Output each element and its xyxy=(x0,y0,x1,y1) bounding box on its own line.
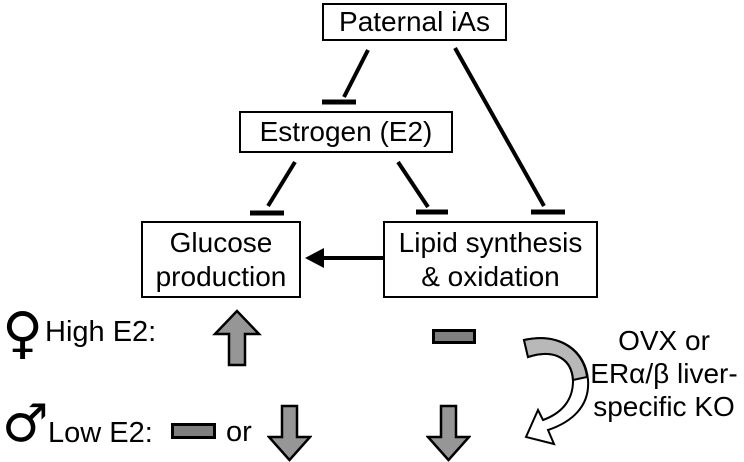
arrowhead-lipid-glucose xyxy=(305,248,324,268)
box-lipid-synthesis: Lipid synthesis & oxidation xyxy=(383,221,598,298)
box-lipid-line2: & oxidation xyxy=(421,260,560,292)
ovx-ko-annotation: OVX or ERα/β liver- specific KO xyxy=(584,324,744,423)
box-glucose-line1: Glucose xyxy=(169,226,273,258)
down-arrow-icon-lipid xyxy=(426,404,471,462)
minus-bar-icon-high xyxy=(432,329,476,344)
box-lipid-line1: Lipid synthesis xyxy=(398,226,583,258)
up-arrow-icon xyxy=(212,309,262,367)
box-estrogen-label: Estrogen (E2) xyxy=(259,116,433,147)
curved-arrow-icon xyxy=(522,337,590,446)
annotation-line1: OVX or xyxy=(618,325,710,356)
box-glucose-production: Glucose production xyxy=(141,221,301,298)
down-arrow-icon-glucose xyxy=(267,404,312,462)
high-e2-label: High E2: xyxy=(45,316,157,348)
inhibition-line-estrogen-glucose xyxy=(266,160,297,208)
annotation-line2: ERα/β liver- xyxy=(590,358,738,389)
box-paternal-ias: Paternal iAs xyxy=(322,3,507,41)
inhibition-line-paternal-estrogen xyxy=(342,49,370,98)
box-estrogen: Estrogen (E2) xyxy=(239,111,453,153)
box-glucose-line2: production xyxy=(155,260,287,292)
inhibition-line-estrogen-lipid xyxy=(396,160,430,209)
male-icon: ♂ xyxy=(2,394,49,454)
or-label: or xyxy=(226,416,252,448)
female-icon: ♀ xyxy=(2,301,44,366)
box-paternal-ias-label: Paternal iAs xyxy=(339,6,490,37)
annotation-line3: specific KO xyxy=(593,391,735,422)
minus-bar-icon-low xyxy=(171,423,216,439)
low-e2-label: Low E2: xyxy=(48,417,153,449)
inhibition-line-paternal-lipid xyxy=(453,47,546,207)
